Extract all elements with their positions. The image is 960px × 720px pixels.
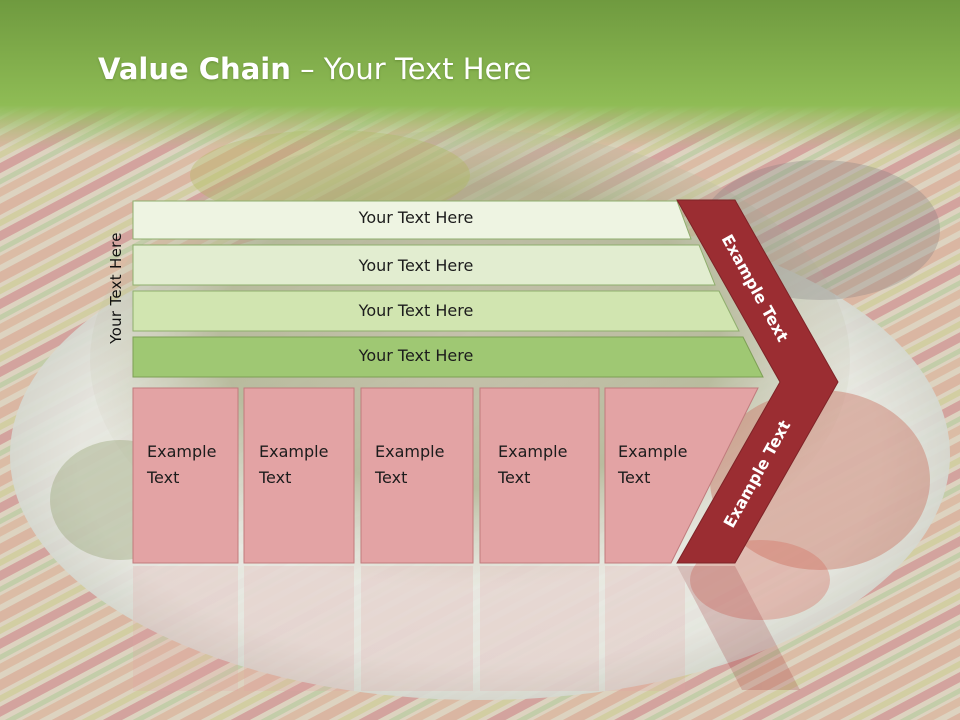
margin-chevron — [676, 199, 839, 564]
activity-box-1 — [132, 387, 239, 564]
title-bold: Value Chain — [98, 52, 291, 86]
box-label-2-line2: Text — [259, 468, 292, 487]
row-bar-3 — [132, 290, 740, 332]
activity-box-4 — [479, 387, 600, 564]
box-label-2: Example Text — [259, 439, 328, 491]
box-label-3: Example Text — [375, 439, 444, 491]
box-label-5-line2: Text — [618, 468, 651, 487]
box-label-5-line1: Example — [618, 442, 688, 461]
page-title: Value Chain – Your Text Here — [98, 52, 532, 86]
box-label-3-line1: Example — [375, 442, 445, 461]
box-label-1-line2: Text — [147, 468, 180, 487]
row-label-2: Your Text Here — [358, 256, 474, 275]
row-bar-4 — [132, 336, 764, 378]
row-label-3: Your Text Here — [358, 301, 474, 320]
box-label-4: Example Text — [498, 439, 567, 491]
row-label-4: Your Text Here — [358, 346, 474, 365]
row-label-1: Your Text Here — [358, 208, 474, 227]
box-label-3-line2: Text — [375, 468, 408, 487]
activity-box-2 — [243, 387, 355, 564]
box-label-1-line1: Example — [147, 442, 217, 461]
box-label-2-line1: Example — [259, 442, 329, 461]
activity-box-5 — [604, 387, 759, 564]
row-bar-2 — [132, 244, 716, 286]
side-label: Your Text Here — [107, 232, 125, 344]
title-rest: – Your Text Here — [290, 52, 532, 86]
box-label-4-line1: Example — [498, 442, 568, 461]
activity-box-3 — [360, 387, 474, 564]
box-label-5: Example Text — [618, 439, 687, 491]
row-bar-1 — [132, 200, 692, 240]
diagram-reflection — [133, 566, 800, 691]
box-label-1: Example Text — [147, 439, 216, 491]
box-label-4-line2: Text — [498, 468, 531, 487]
